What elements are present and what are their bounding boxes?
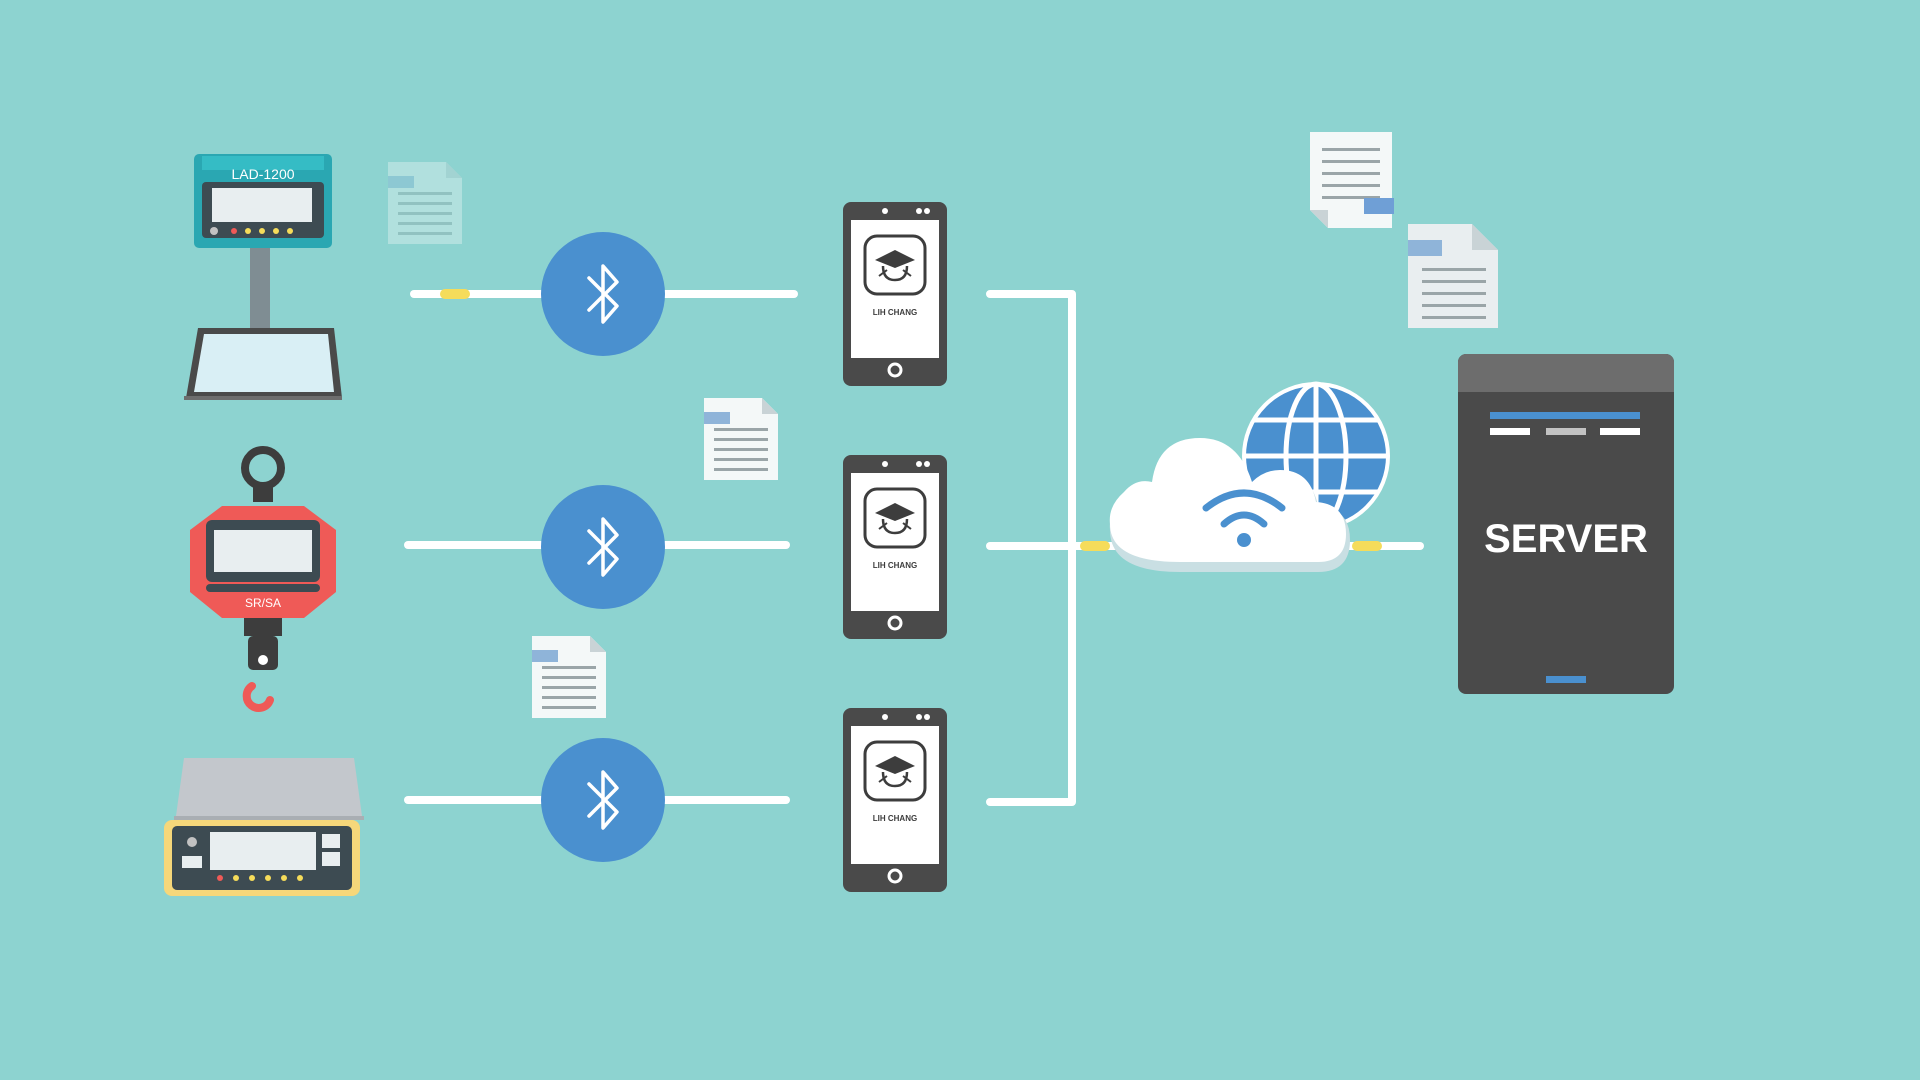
- crane-scale-model-label: SR/SA: [245, 596, 281, 610]
- document-icon: [1408, 224, 1498, 328]
- connector-yellow-1: [440, 289, 470, 299]
- graduation-cap-cat-icon: [863, 234, 927, 296]
- hook-icon: [242, 682, 274, 712]
- graduation-cap-cat-icon: [863, 740, 927, 802]
- document-icon: [704, 398, 778, 480]
- home-button-icon: [887, 868, 903, 884]
- bench-scale: LAD-1200: [184, 154, 342, 400]
- counting-scale: [164, 758, 364, 896]
- bluetooth-icon: [587, 517, 619, 577]
- home-button-icon: [887, 615, 903, 631]
- bluetooth-node-2: [541, 485, 665, 609]
- bench-scale-model-label: LAD-1200: [231, 166, 294, 182]
- bluetooth-icon: [587, 264, 619, 324]
- bluetooth-node-3: [541, 738, 665, 862]
- phone-2: LIH CHANG: [843, 455, 947, 639]
- phone-1: LIH CHANG: [843, 202, 947, 386]
- document-icon: [388, 162, 462, 244]
- wifi-icon: [1202, 489, 1286, 547]
- server-label: SERVER: [1484, 517, 1648, 561]
- document-icon: [532, 636, 606, 718]
- phone-app-name: LIH CHANG: [873, 308, 917, 317]
- crane-scale: SR/SA: [190, 446, 336, 712]
- server-status-bar: [1490, 412, 1640, 419]
- connector-yellow-2: [1080, 541, 1110, 551]
- cloud-icon: [1109, 438, 1350, 572]
- document-icon: [1310, 132, 1394, 228]
- connector-yellow-3: [1352, 541, 1382, 551]
- phone-app-name: LIH CHANG: [873, 814, 917, 823]
- server: SERVER: [1458, 354, 1674, 694]
- home-button-icon: [887, 362, 903, 378]
- logo-icon: [187, 837, 197, 847]
- server-led: [1546, 676, 1586, 683]
- phone-app-name: LIH CHANG: [873, 561, 917, 570]
- bluetooth-node-1: [541, 232, 665, 356]
- logo-icon: [210, 227, 218, 235]
- graduation-cap-cat-icon: [863, 487, 927, 549]
- phone-3: LIH CHANG: [843, 708, 947, 892]
- ring-hook-icon: [241, 446, 285, 490]
- bluetooth-icon: [587, 770, 619, 830]
